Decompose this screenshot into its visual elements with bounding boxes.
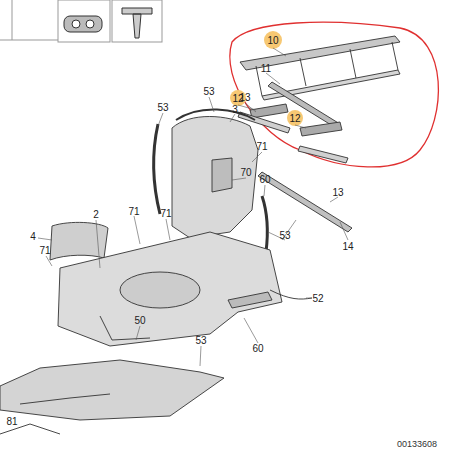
bracket: [300, 122, 342, 136]
callout-number: 13: [332, 187, 343, 198]
callout-highlight: [287, 110, 303, 126]
drawing-code: 00133608: [397, 439, 437, 450]
trim-strip: [258, 172, 352, 232]
grommet: [64, 16, 102, 32]
callout-number: 81: [6, 416, 17, 427]
callout-number: 3: [232, 104, 238, 115]
callout-number: 71: [39, 245, 50, 256]
callout-number: 53: [195, 335, 206, 346]
highlight-outline: [230, 22, 439, 167]
callout-highlight: [264, 31, 282, 49]
callout-number: 71: [128, 206, 139, 217]
callout-number: 60: [259, 174, 270, 185]
callout-number: 70: [240, 167, 251, 178]
callout-number: 52: [312, 293, 323, 304]
callout-number: 50: [134, 315, 145, 326]
screw: [122, 8, 152, 38]
trim-panel: [172, 117, 258, 239]
part-box: [58, 0, 110, 42]
callout-number: 53: [279, 230, 290, 241]
callout-number: 2: [93, 209, 99, 220]
callout-number: 60: [252, 343, 263, 354]
callout-number: 13: [239, 92, 250, 103]
callout-number: 53: [157, 102, 168, 113]
callout-number: 12: [289, 113, 300, 124]
callout-number: 4: [30, 231, 36, 242]
callout-number: 71: [256, 141, 267, 152]
underlay: [0, 360, 224, 420]
part-box: [112, 0, 162, 42]
callout-number: 53: [203, 86, 214, 97]
seal-strip: [154, 124, 160, 214]
strip: [298, 146, 348, 163]
callout-number: 71: [160, 208, 171, 219]
callout-number: 14: [342, 241, 353, 252]
callout-number: 10: [267, 35, 278, 46]
callout-number: 11: [261, 63, 271, 74]
bracket: [250, 104, 288, 118]
cover: [50, 222, 108, 260]
floor-tray: [58, 232, 282, 346]
